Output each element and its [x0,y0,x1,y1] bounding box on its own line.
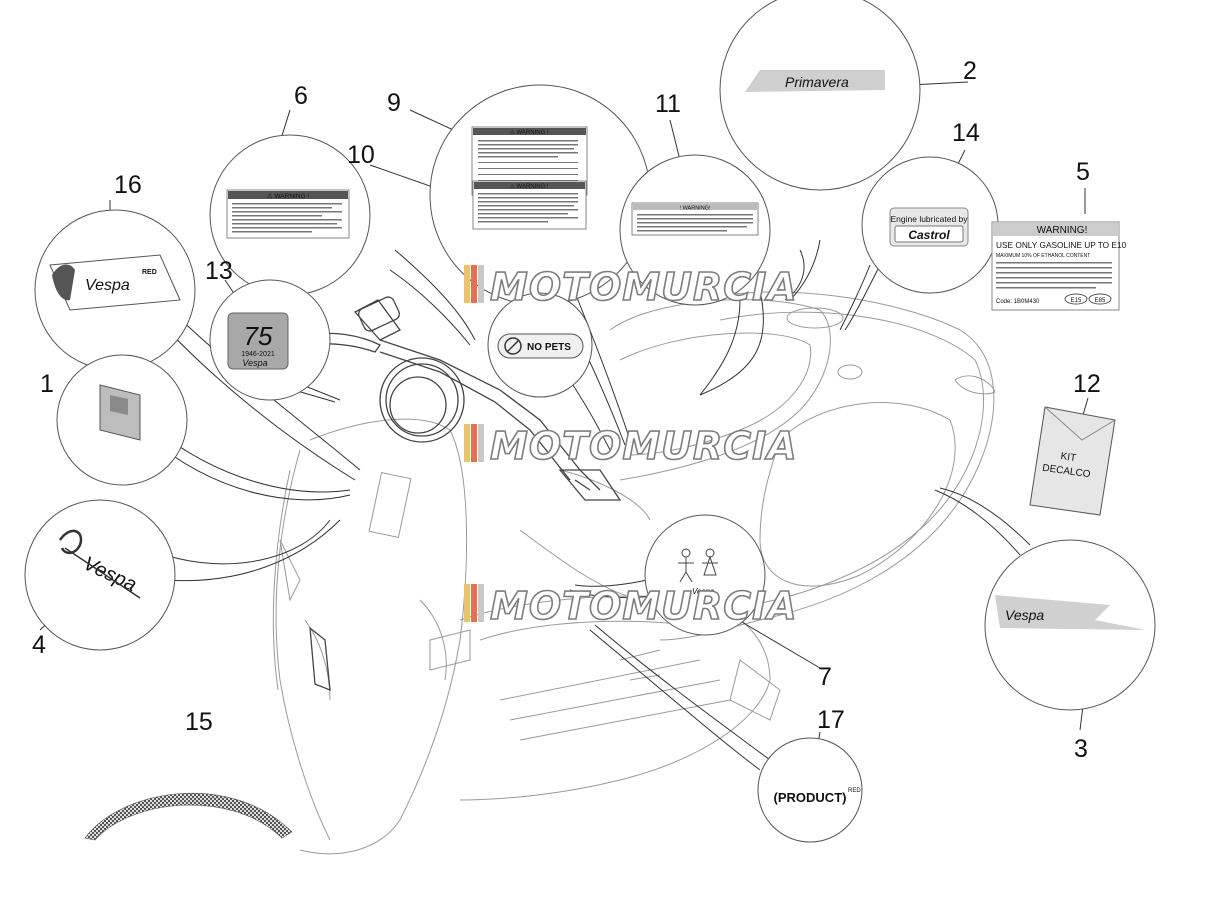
handlebar [309,296,622,501]
callout-11: 11 [655,90,681,118]
decal-kit-bag: KIT DECALCO [1029,406,1116,516]
callout-3: 3 [1074,735,1088,763]
callout-16: 16 [114,171,142,199]
decal-primavera: Primavera [745,70,885,92]
callout-6: 6 [294,82,308,110]
decal-children: Vespa [678,548,718,596]
callout-10: 10 [347,141,375,169]
svg-text:RED: RED [848,788,861,794]
svg-text:MAXIMUM 10% OF ETHANOL CONTENT: MAXIMUM 10% OF ETHANOL CONTENT [996,253,1090,259]
svg-text:(PRODUCT): (PRODUCT) [774,790,847,805]
decal-checkered-arc [84,793,293,841]
svg-text:RED: RED [142,269,157,276]
svg-text:75: 75 [244,321,273,351]
svg-text:Engine lubricated by: Engine lubricated by [890,214,968,224]
svg-text:Vespa: Vespa [242,358,267,368]
svg-text:! WARNING!: ! WARNING! [680,206,711,212]
decal-no-pets: NO PETS [497,333,584,359]
callout-17: 17 [817,706,845,734]
svg-text:USE ONLY GASOLINE UP TO E10: USE ONLY GASOLINE UP TO E10 [996,240,1127,250]
decal-warning-11: ! WARNING! [631,202,759,236]
svg-text:MOTOMURCIA: MOTOMURCIA [490,424,798,468]
svg-text:Primavera: Primavera [785,74,849,90]
callout-5: 5 [1076,158,1090,186]
decal-vespa-3: Vespa [995,595,1145,630]
svg-text:Vespa: Vespa [1005,607,1044,623]
callout-4: 4 [32,631,46,659]
svg-text:1946-2021: 1946-2021 [241,351,275,358]
callout-14: 14 [952,119,980,147]
svg-text:E15: E15 [1071,298,1082,304]
callout-numbers: 1 2 3 4 5 6 7 9 10 11 12 13 14 15 16 17 [32,57,1101,763]
decal-vespa-red: Vespa RED [49,254,181,311]
callout-13: 13 [205,257,233,285]
watermark-group: MOTOMURCIA MOTOMURCIA MOTOMURCIA [464,264,798,629]
callout-2: 2 [963,57,977,85]
callout-7: 7 [818,663,832,691]
decal-warning-6: ⚠ WARNING ! [226,189,350,239]
scooter-drawing [272,291,996,855]
callout-12: 12 [1073,370,1101,398]
watermark-bottom: MOTOMURCIA [464,583,798,629]
decal-castrol: Engine lubricated by Castrol [889,207,969,247]
svg-text:MOTOMURCIA: MOTOMURCIA [490,584,798,628]
decal-warning-10: ⚠ WARNING ! [472,180,587,230]
svg-text:Code: 1B0M430: Code: 1B0M430 [996,299,1040,305]
svg-text:WARNING!: WARNING! [1037,225,1088,236]
svg-text:MOTOMURCIA: MOTOMURCIA [490,265,798,309]
decal-piaggio-badge [99,384,141,441]
svg-text:Vespa: Vespa [692,587,715,596]
svg-text:KIT: KIT [1060,451,1077,464]
callout-15: 15 [185,708,213,736]
decal-fuel-warning: WARNING! USE ONLY GASOLINE UP TO E10 MAX… [991,221,1127,311]
callout-1: 1 [40,370,54,398]
svg-text:E85: E85 [1095,298,1106,304]
svg-text:NO PETS: NO PETS [527,342,571,353]
svg-text:⚠ WARNING !: ⚠ WARNING ! [509,129,548,136]
svg-text:⚠ WARNING !: ⚠ WARNING ! [267,192,310,200]
decal-product-red: (PRODUCT) RED [774,788,862,805]
svg-text:Vespa: Vespa [85,277,130,294]
decal-75-years: 75 1946-2021 Vespa [227,312,289,370]
svg-text:⚠ WARNING !: ⚠ WARNING ! [509,183,548,190]
watermark-top: MOTOMURCIA [464,264,798,310]
callout-9: 9 [387,89,401,117]
watermark-middle: MOTOMURCIA [464,423,798,469]
svg-text:Castrol: Castrol [908,228,950,242]
